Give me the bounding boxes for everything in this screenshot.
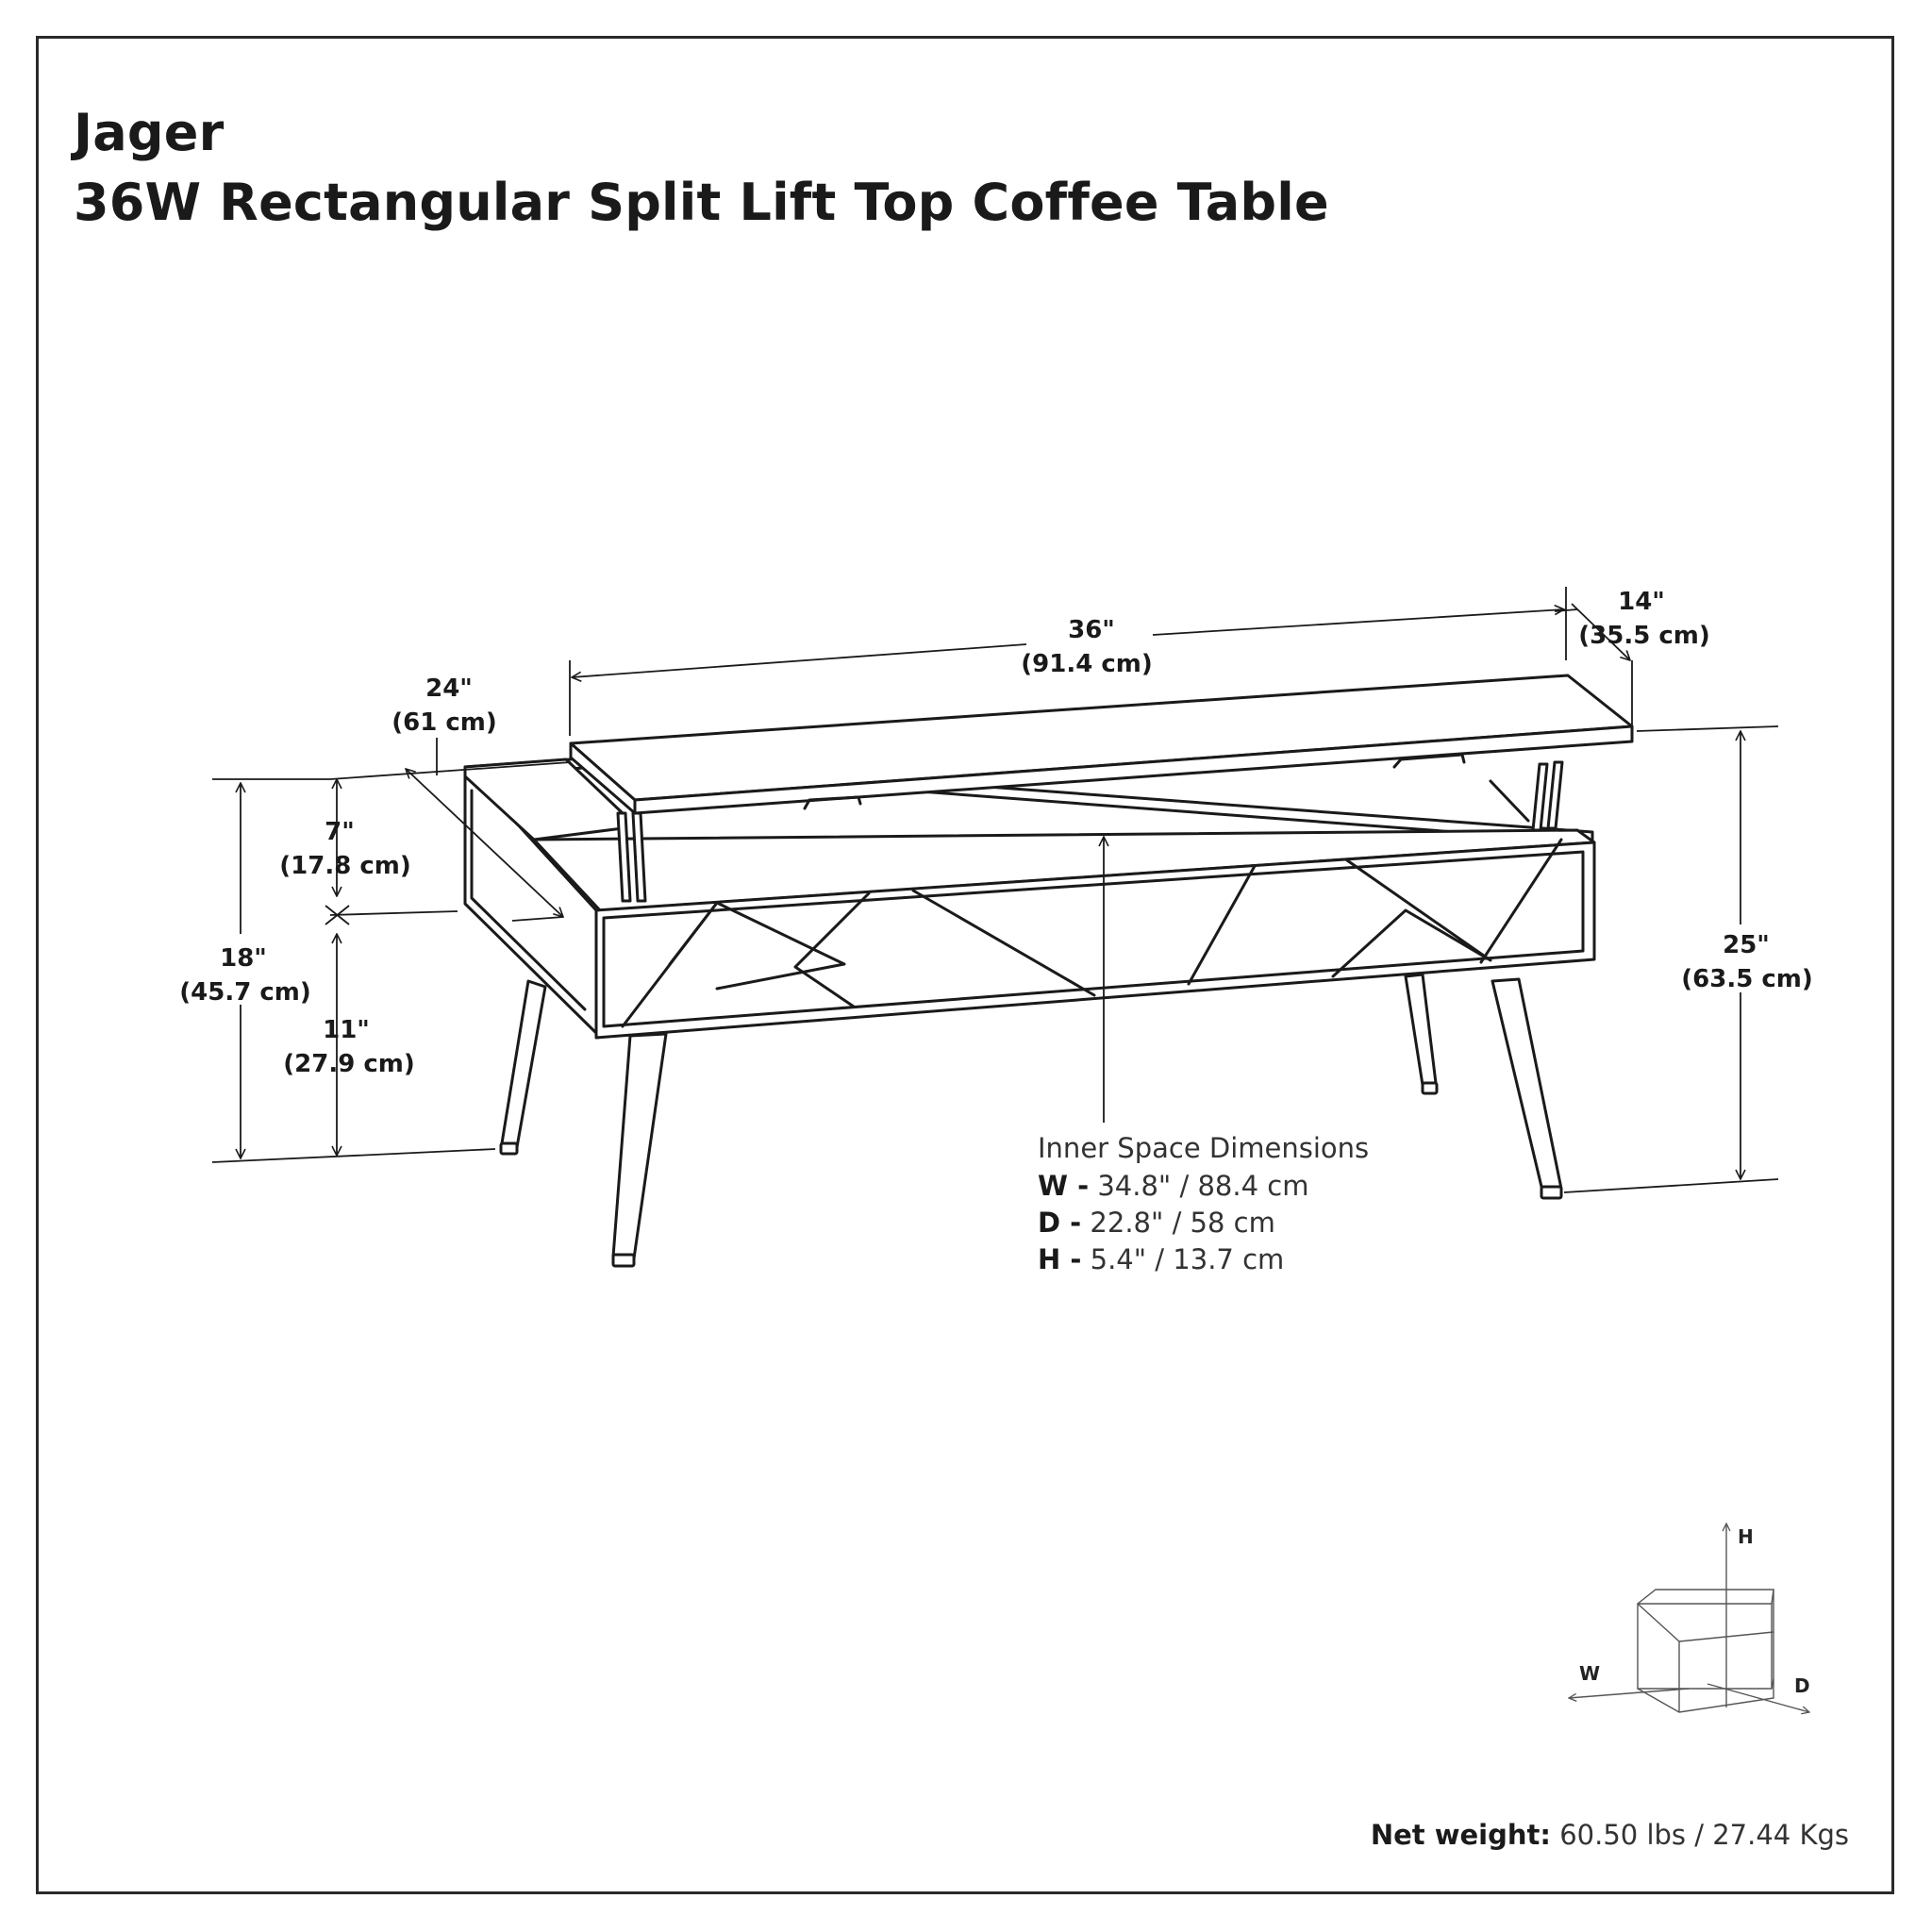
axis-d-label: D <box>1794 1674 1810 1697</box>
inner-space-dimensions: Inner Space Dimensions W - 34.8" / 88.4 … <box>1038 1132 1369 1275</box>
net-weight: Net weight: 60.50 lbs / 27.44 Kgs <box>1371 1819 1849 1851</box>
front-chevron-pattern <box>621 838 1563 1028</box>
cabinet-front <box>594 841 1596 1040</box>
front-right-foot <box>1540 1185 1563 1200</box>
lift-in: 7" <box>325 818 355 846</box>
inner-space-width: W - 34.8" / 88.4 cm <box>1038 1170 1308 1202</box>
leg-height-cm: (27.9 cm) <box>283 1050 414 1078</box>
depth-in: 24" <box>425 675 473 703</box>
leg-height-in: 11" <box>323 1016 370 1044</box>
top-width-cm: (91.4 cm) <box>1021 650 1152 678</box>
inner-space-height-value: 5.4" / 13.7 cm <box>1081 1243 1284 1275</box>
inner-space-width-key: W - <box>1038 1170 1089 1202</box>
front-left-leg <box>611 1032 668 1260</box>
back-left-leg <box>500 979 547 1149</box>
lift-handle-left <box>803 795 862 810</box>
closed-height-cm: (45.7 cm) <box>179 978 310 1007</box>
net-weight-value: 60.50 lbs / 27.44 Kgs <box>1550 1819 1849 1851</box>
axis-w-label: W <box>1579 1662 1600 1685</box>
back-right-leg <box>1404 973 1438 1087</box>
back-left-foot <box>499 1141 519 1156</box>
dimension-labels: 36" (91.4 cm) 14" (35.5 cm) 24" (61 cm) … <box>179 588 1812 1078</box>
top-depth-cm: (35.5 cm) <box>1578 622 1709 650</box>
axis-h-label: H <box>1738 1525 1754 1548</box>
inner-space-width-value: 34.8" / 88.4 cm <box>1089 1170 1308 1202</box>
axis-cube-icon <box>1569 1524 1809 1712</box>
inner-space-depth-key: D - <box>1038 1207 1081 1239</box>
inner-space-height: H - 5.4" / 13.7 cm <box>1038 1243 1284 1275</box>
dimension-lines <box>211 587 1779 1193</box>
closed-height-in: 18" <box>220 944 267 973</box>
diagram-frame <box>36 36 1894 1894</box>
lifted-height-cm: (63.5 cm) <box>1681 965 1812 993</box>
page-title: Jager 36W Rectangular Split Lift Top Cof… <box>74 98 1329 238</box>
lift-top-front-face <box>633 724 1634 815</box>
top-depth-in: 14" <box>1618 588 1665 616</box>
lift-handle-right <box>1392 753 1466 769</box>
inner-space-heading: Inner Space Dimensions <box>1038 1132 1369 1164</box>
front-right-leg <box>1491 977 1563 1192</box>
lift-cm: (17.8 cm) <box>279 852 410 880</box>
inner-space-depth-value: 22.8" / 58 cm <box>1081 1207 1275 1239</box>
front-left-foot <box>611 1253 636 1268</box>
inner-space-depth: D - 22.8" / 58 cm <box>1038 1207 1275 1239</box>
lift-mechanism <box>616 760 1564 903</box>
cabinet-front-inner <box>602 850 1585 1028</box>
product-name: 36W Rectangular Split Lift Top Coffee Ta… <box>74 173 1329 232</box>
brand-name: Jager <box>74 103 225 162</box>
net-weight-label: Net weight: <box>1370 1819 1551 1851</box>
lifted-height-in: 25" <box>1723 931 1770 959</box>
top-width-in: 36" <box>1068 616 1115 644</box>
inner-space-height-key: H - <box>1038 1243 1081 1275</box>
depth-cm: (61 cm) <box>391 708 497 737</box>
back-right-foot <box>1421 1081 1439 1095</box>
